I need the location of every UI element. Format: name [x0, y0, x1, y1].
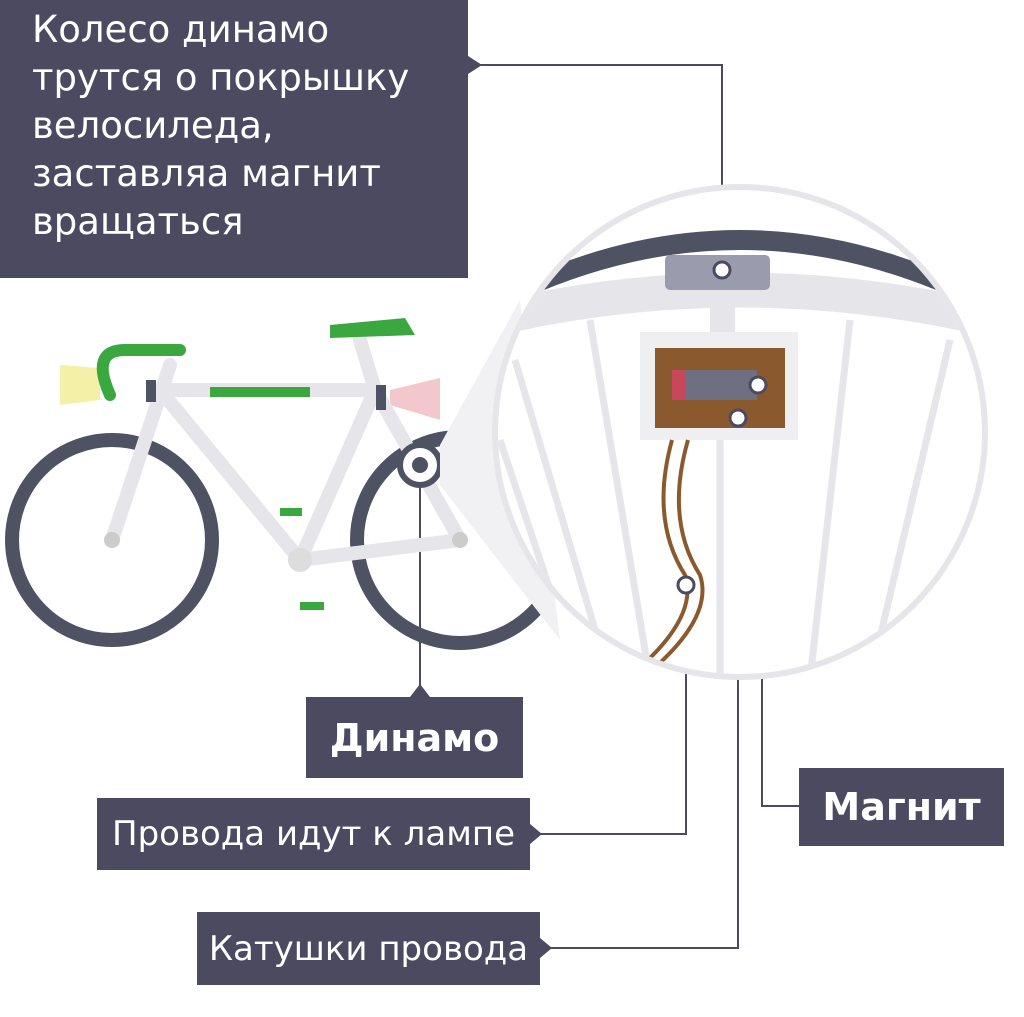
rear-hub: [452, 532, 468, 548]
magnet: [672, 370, 757, 400]
description-line: Колесо динамо: [32, 8, 330, 51]
front-light-mount: [146, 380, 156, 402]
saddle: [330, 318, 415, 338]
front-light: [60, 365, 100, 405]
callout-dot: [676, 575, 696, 595]
description-box: Колесо динамо трутся о покрышку велосиле…: [0, 0, 468, 278]
rim: [500, 272, 980, 335]
front-hub: [104, 532, 120, 548]
pedal: [280, 508, 302, 516]
rear-light-mount: [376, 385, 386, 410]
zoom-detail: [498, 230, 980, 674]
bicycle: [5, 318, 570, 650]
callout-dot: [748, 375, 768, 395]
tire: [500, 230, 980, 310]
handlebar: [96, 344, 186, 401]
label-dynamo: Динамо: [306, 697, 523, 778]
rear-light: [390, 378, 440, 420]
label-wires: Провода идут к лампе: [97, 798, 530, 870]
description-line: трутся о покрышку: [32, 56, 410, 99]
spokes: [498, 319, 954, 674]
description-line: заставляа магнит: [32, 152, 381, 195]
wire: [638, 439, 705, 674]
dynamo-point-center: [412, 457, 428, 473]
coils-pointer: [540, 938, 552, 958]
description-line: велосиледа,: [32, 104, 274, 147]
crank: [288, 548, 312, 572]
label-coils: Катушки провода: [197, 912, 540, 985]
description-line: вращаться: [32, 200, 244, 243]
front-wheel: [5, 433, 219, 647]
pedal: [300, 602, 324, 610]
callout-dots: [676, 260, 768, 595]
title-pointer: [468, 56, 482, 74]
label-magnet: Магнит: [799, 768, 1004, 846]
dynamo-pointer: [410, 684, 430, 697]
magnet-pole: [672, 370, 686, 400]
dynamo-shaft: [710, 290, 735, 335]
wires-pointer: [530, 824, 542, 844]
wire: [623, 439, 690, 674]
callout-dot: [712, 260, 732, 280]
callout-dot: [728, 408, 748, 428]
